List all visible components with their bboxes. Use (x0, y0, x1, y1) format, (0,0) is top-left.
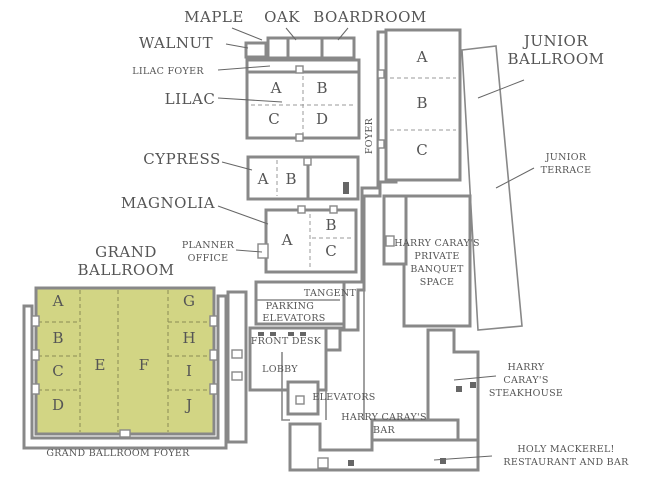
leader-lines (217, 27, 535, 461)
holy-mackerel-label-line2: RESTAURANT AND BAR (503, 457, 629, 468)
magnolia-section-b: B (325, 216, 336, 234)
holy-mackerel-label-line1: HOLY MACKEREL! (517, 444, 614, 455)
harry-carays-private-label-line3: BANQUET (410, 264, 464, 275)
grand-section-f: F (139, 356, 149, 374)
harry-carays-steakhouse-label-line2: CARAY'S (503, 375, 548, 386)
lilac-room[interactable] (245, 65, 361, 142)
oak-label: OAK (264, 8, 300, 26)
junior-section-a: A (416, 48, 428, 66)
magnolia-room[interactable] (257, 205, 358, 274)
maple-room[interactable] (266, 36, 290, 60)
junior-terrace-label-line2: TERRACE (541, 165, 592, 176)
grand-ballroom-room[interactable] (31, 286, 218, 438)
junior-ballroom-room[interactable] (384, 28, 462, 182)
walnut-label: WALNUT (139, 34, 213, 52)
magnolia-section-c: C (325, 242, 336, 260)
magnolia-label: MAGNOLIA (121, 194, 215, 212)
junior-section-c: C (416, 141, 427, 159)
harry-carays-bar-label-line2: BAR (373, 425, 395, 436)
lilac-label: LILAC (165, 90, 216, 108)
walnut-room[interactable] (244, 41, 268, 59)
tangent-label: TANGENT (304, 288, 357, 299)
harry-carays-private-label-line2: PRIVATE (414, 251, 459, 262)
parking-elevators-label-line1: PARKING (266, 301, 314, 312)
lilac-section-a: A (270, 79, 282, 97)
grand-section-g: G (183, 292, 195, 310)
junior-terrace-label-line1: JUNIOR (545, 152, 587, 163)
lilac-foyer-label: LILAC FOYER (132, 66, 204, 77)
grand-ballroom-label-line1: GRAND (95, 243, 157, 261)
front-desk-label: FRONT DESK (251, 336, 322, 347)
cypress-room[interactable] (246, 155, 360, 201)
junior-terrace-area[interactable] (461, 45, 523, 331)
cypress-section-letters: A B (257, 170, 297, 188)
junior-ballroom-label-line1: JUNIOR (522, 32, 589, 50)
oak-room[interactable] (286, 36, 324, 60)
parking-elevators-label-line2: ELEVATORS (262, 313, 325, 324)
lilac-section-letters: A B C D (268, 79, 328, 128)
grand-section-j: J (184, 396, 192, 414)
harry-carays-private-label-line1: HARRY CARAY'S (394, 238, 480, 249)
grand-section-c: C (52, 362, 63, 380)
junior-section-b: B (416, 94, 427, 112)
grand-ballroom-foyer-label: GRAND BALLROOM FOYER (46, 448, 190, 459)
planner-office-label-line2: OFFICE (188, 253, 229, 264)
magnolia-section-a: A (281, 231, 293, 249)
harry-carays-steakhouse-label-line1: HARRY (508, 362, 545, 373)
cypress-label: CYPRESS (143, 150, 221, 168)
boardroom-label: BOARDROOM (313, 8, 427, 26)
elevators-area (286, 380, 320, 416)
harry-carays-private-banquet-room[interactable] (382, 194, 472, 328)
grand-section-letters: A B C D E F G H I J (52, 292, 196, 414)
planner-office-label-line1: PLANNER (182, 240, 235, 251)
grand-section-e: E (95, 356, 106, 374)
harry-carays-bar-label-line1: HARRY CARAY'S (341, 412, 427, 423)
grand-ballroom-label-line2: BALLROOM (77, 261, 174, 279)
lobby-label: LOBBY (262, 364, 298, 375)
junior-ballroom-label-line2: BALLROOM (507, 50, 604, 68)
foyer-corridor (324, 30, 398, 352)
harry-carays-steakhouse-label-line3: STEAKHOUSE (489, 388, 563, 399)
cypress-section-a: A (257, 170, 269, 188)
boardroom-room[interactable] (320, 36, 356, 60)
holy-mackerel-restaurant-room[interactable] (288, 422, 480, 472)
harry-carays-private-label-line4: SPACE (420, 277, 455, 288)
grand-section-i: I (186, 362, 192, 380)
grand-section-h: H (182, 329, 195, 347)
junior-section-letters: A B C (416, 48, 428, 159)
grand-section-a: A (52, 292, 64, 310)
grand-section-b: B (52, 329, 63, 347)
lilac-section-b: B (316, 79, 327, 97)
grand-section-d: D (52, 396, 64, 414)
magnolia-section-letters: A B C (281, 216, 337, 260)
lilac-section-d: D (316, 110, 328, 128)
elevators-label: ELEVATORS (312, 392, 375, 403)
foyer-label: FOYER (364, 117, 375, 154)
lilac-section-c: C (268, 110, 279, 128)
cypress-section-b: B (285, 170, 296, 188)
maple-label: MAPLE (184, 8, 244, 26)
